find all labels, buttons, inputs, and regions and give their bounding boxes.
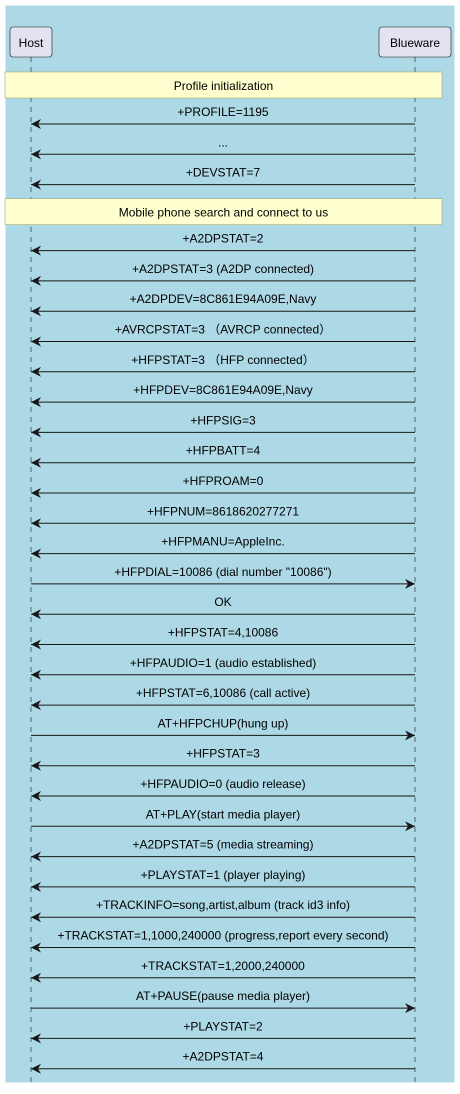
note-text: Mobile phone search and connect to us: [119, 206, 328, 220]
note-box: [4, 71, 443, 99]
message-label: +HFPSTAT=4,10086: [168, 626, 279, 640]
sequence-steps: Profile initialization +PROFILE=1195... +D…: [4, 71, 443, 1074]
message-label: +A2DPDEV=8C861E94A09E,Navy: [130, 292, 317, 306]
message-label: +HFPBATT=4: [186, 444, 261, 458]
message-label: +HFPDEV=8C861E94A09E,Navy: [133, 383, 312, 397]
message-label: AT+PAUSE(pause media player): [136, 989, 310, 1003]
message-label: +HFPSTAT=6,10086 (call active): [136, 686, 310, 700]
message-label: +TRACKSTAT=1,2000,240000: [141, 959, 305, 973]
message-label: +A2DPSTAT=4: [183, 1050, 264, 1064]
message-label: +HFPROAM=0: [183, 474, 264, 488]
participant-label-blueware: Blueware: [390, 36, 440, 50]
message-label: +HFPSIG=3: [190, 413, 256, 427]
message-label: +A2DPSTAT=2: [183, 232, 264, 246]
message-label: +TRACKSTAT=1,1000,240000 (progress,repor…: [57, 929, 388, 943]
message-label: +DEVSTAT=7: [186, 166, 261, 180]
note-text: Profile initialization: [174, 79, 273, 93]
participant-box-host: [9, 26, 53, 58]
message-label: +HFPAUDIO=0 (audio release): [140, 777, 305, 791]
participant-box-blueware: [378, 26, 452, 58]
message-label: +AVRCPSTAT=3 （AVRCP connected）: [115, 323, 331, 337]
participants: Host Blueware: [9, 26, 452, 58]
message-label: +TRACKINFO=song,artist,album (track id3 …: [96, 898, 350, 912]
message-label: +HFPDIAL=10086 (dial number "10086"): [114, 565, 331, 579]
message-label: +HFPMANU=AppleInc.: [161, 535, 284, 549]
participant-label-host: Host: [19, 36, 44, 50]
message-label: AT+PLAY(start media player): [146, 807, 301, 821]
message-label: +PLAYSTAT=2: [183, 1019, 263, 1033]
message-label: +HFPNUM=8618620277271: [147, 504, 299, 518]
message-label: +A2DPSTAT=3 (A2DP connected): [132, 262, 314, 276]
message-label: +HFPSTAT=3 （HFP connected）: [131, 353, 314, 367]
message-label: +A2DPSTAT=5 (media streaming): [133, 838, 314, 852]
message-label: +HFPAUDIO=1 (audio established): [130, 656, 317, 670]
message-label: +PLAYSTAT=1 (player playing): [141, 868, 306, 882]
message-label: AT+HFPCHUP(hung up): [158, 716, 289, 730]
message-label: OK: [214, 595, 231, 609]
message-label: +PROFILE=1195: [177, 105, 268, 119]
message-label: +HFPSTAT=3: [186, 747, 260, 761]
lifelines: [30, 57, 416, 1082]
note-box: [4, 198, 443, 225]
message-label: ...: [218, 135, 228, 149]
